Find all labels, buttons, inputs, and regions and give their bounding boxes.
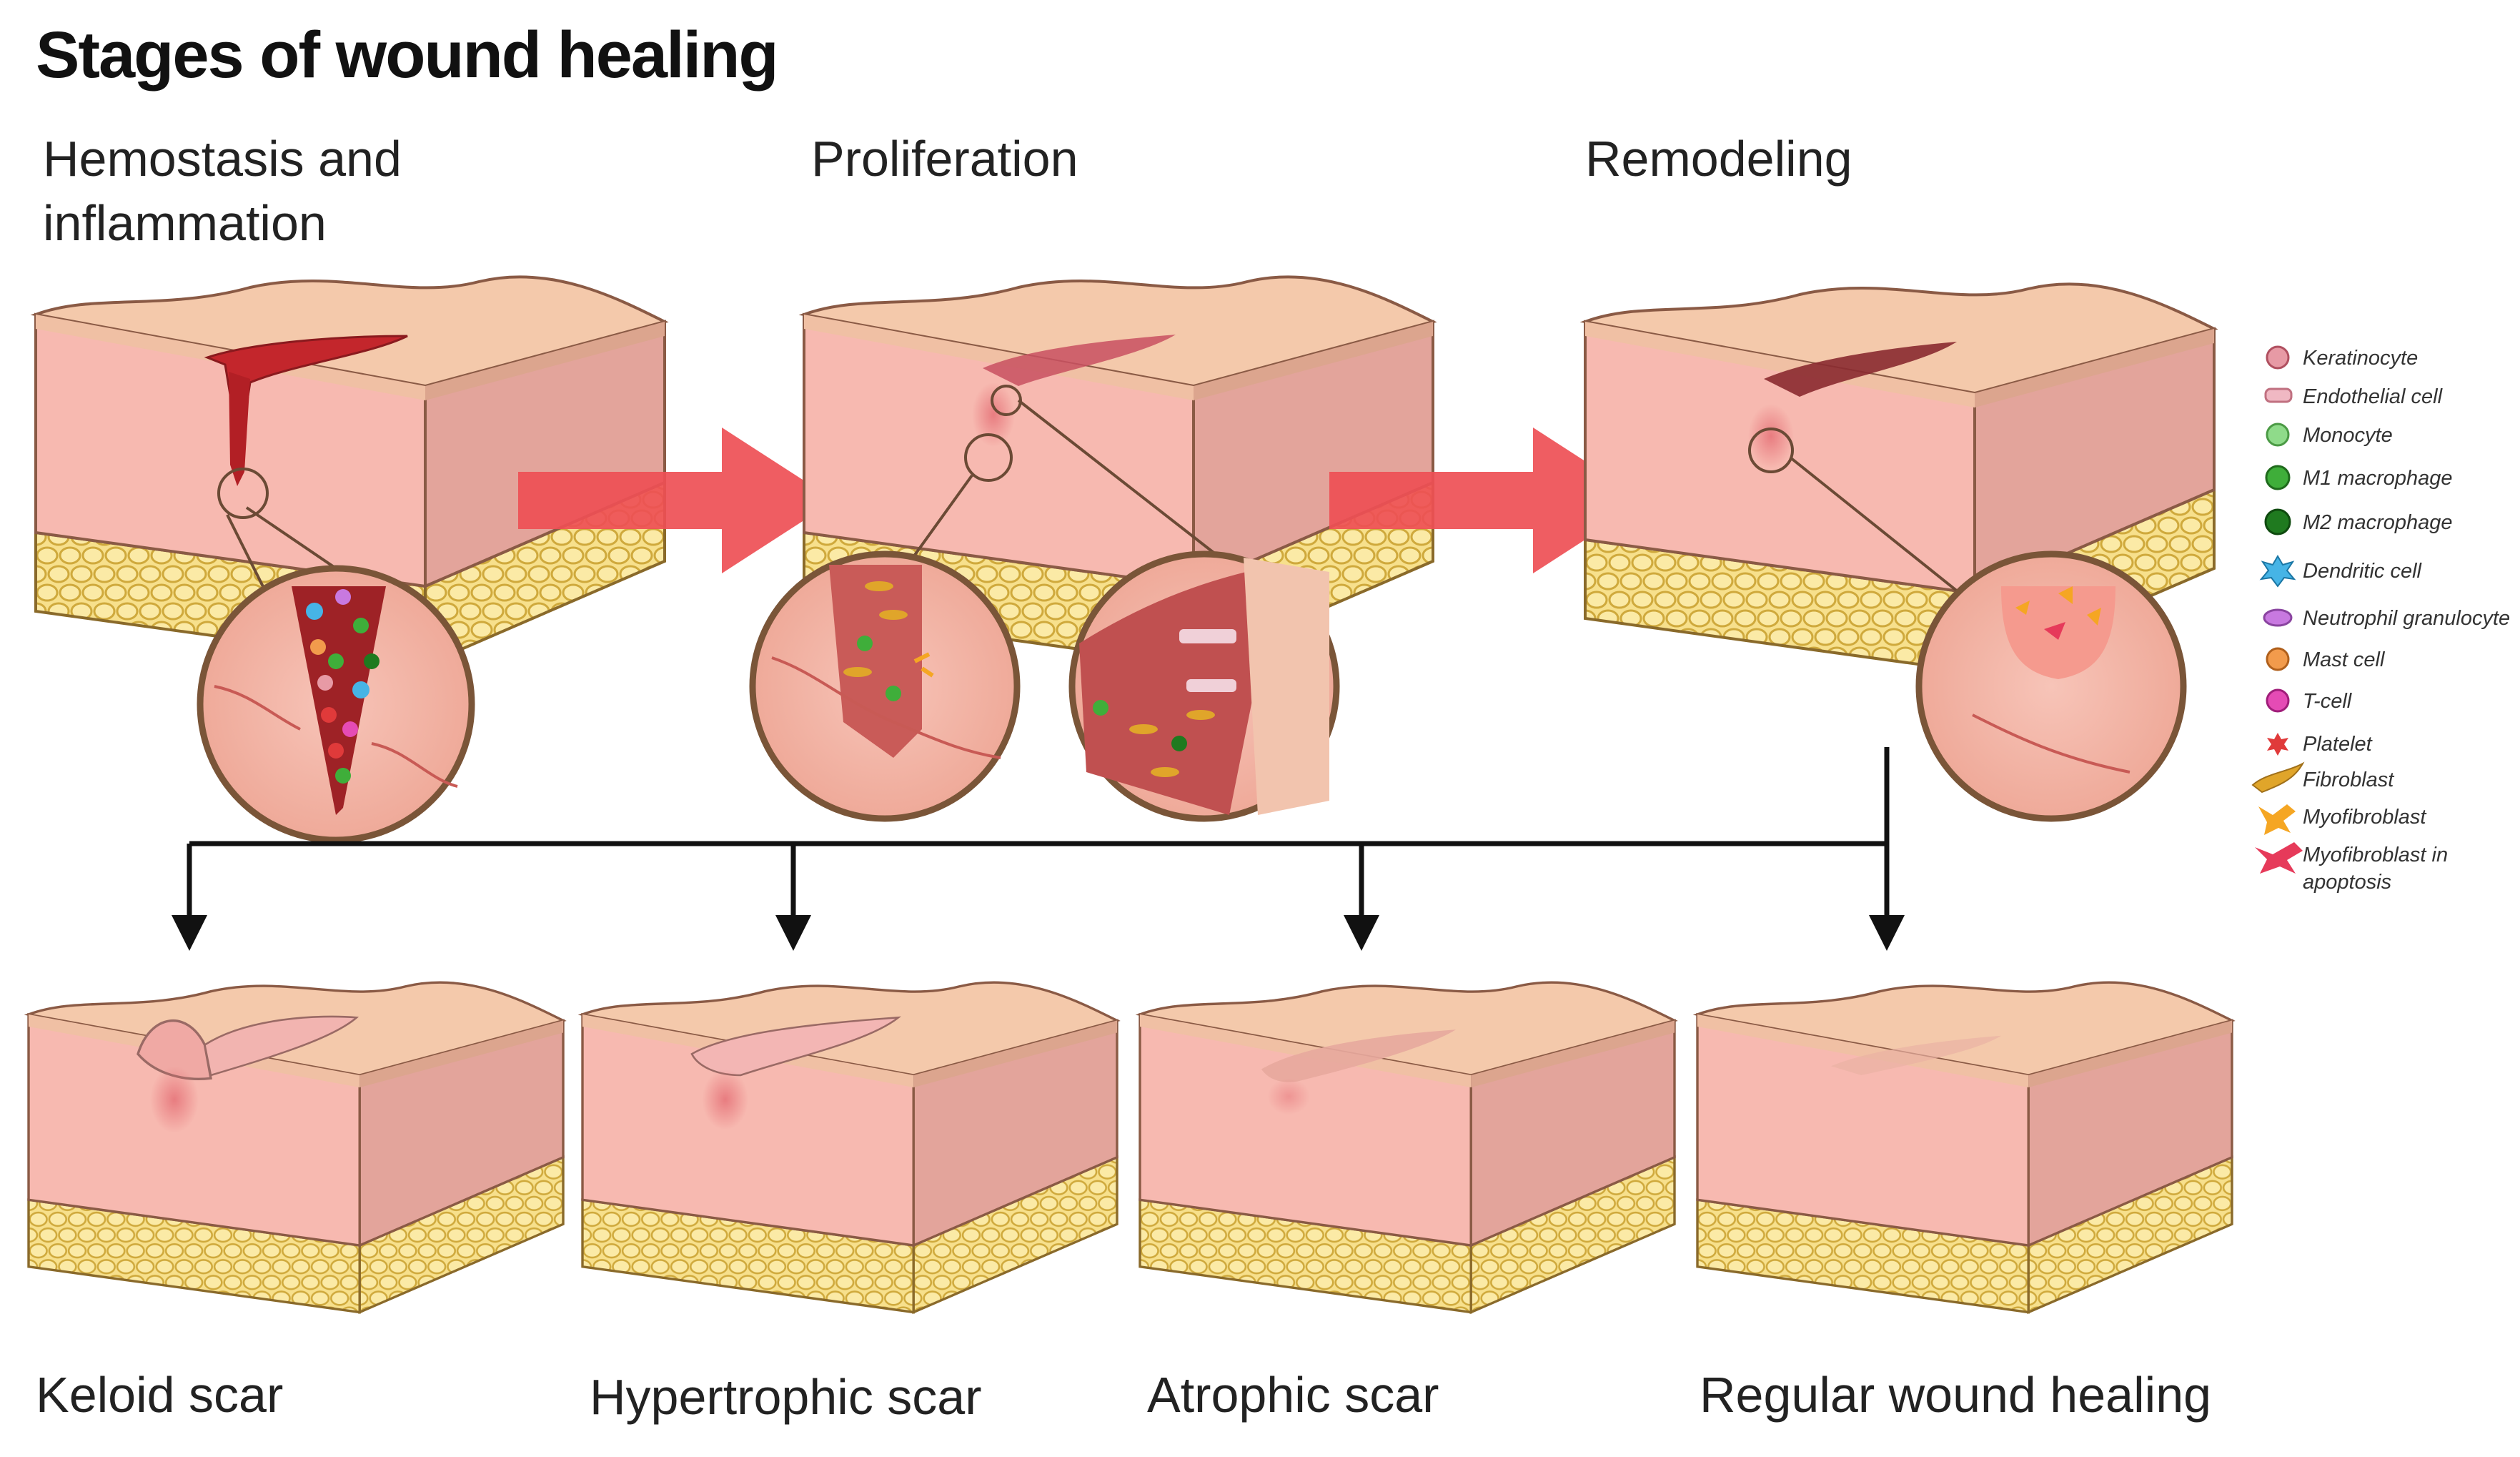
stage-label-inflammation: inflammation bbox=[43, 195, 327, 251]
progression-arrow-2 bbox=[1329, 428, 1646, 573]
fibroblast-icon bbox=[2251, 761, 2305, 794]
hypertrophic-scar-block bbox=[581, 981, 1118, 1314]
outcome-label-atrophic: Atrophic scar bbox=[1147, 1367, 1439, 1423]
proliferation-zoom-callout-left bbox=[749, 474, 1021, 822]
m1-macrophage-icon bbox=[2265, 465, 2291, 490]
apoptotic-myofibroblast-icon bbox=[2255, 842, 2303, 874]
outcome-arrowheads bbox=[172, 915, 1905, 951]
legend-label-t-cell: T-cell bbox=[2303, 690, 2353, 713]
legend-label-m2-macrophage: M2 macrophage bbox=[2303, 511, 2453, 534]
atrophic-scar-block bbox=[1139, 981, 1676, 1314]
outcome-connector bbox=[187, 747, 1890, 919]
remodeling-zoom-callout bbox=[1789, 456, 2187, 822]
stage-label-proliferation: Proliferation bbox=[811, 131, 1078, 187]
platelet-icon bbox=[2267, 733, 2288, 756]
legend-label-endothelial-cell: Endothelial cell bbox=[2303, 385, 2444, 408]
proliferation-skin-block bbox=[803, 275, 1434, 667]
m2-macrophage-icon bbox=[2264, 508, 2291, 535]
outcome-label-keloid: Keloid scar bbox=[36, 1367, 283, 1423]
proliferation-zoom-callout-right bbox=[1017, 399, 1340, 822]
stage-label-remodeling: Remodeling bbox=[1585, 131, 1852, 187]
mast-cell-icon bbox=[2266, 647, 2290, 671]
legend-label-monocyte: Monocyte bbox=[2303, 424, 2393, 447]
legend-label-fibroblast: Fibroblast bbox=[2303, 769, 2395, 791]
outcome-label-hypertrophic: Hypertrophic scar bbox=[590, 1369, 982, 1425]
keloid-scar-block bbox=[27, 981, 565, 1314]
legend-label-apoptotic-myofibroblast-line2: apoptosis bbox=[2303, 871, 2391, 894]
legend-label-apoptotic-myofibroblast-line1: Myofibroblast in bbox=[2303, 844, 2448, 866]
legend-label-platelet: Platelet bbox=[2303, 733, 2373, 756]
figure-title: Stages of wound healing bbox=[36, 19, 778, 92]
hemostasis-skin-block bbox=[34, 275, 666, 667]
stage-label-hemostasis: Hemostasis and bbox=[43, 131, 402, 187]
progression-arrow-1 bbox=[518, 428, 835, 573]
outcome-label-regular: Regular wound healing bbox=[1700, 1367, 2211, 1423]
hemostasis-zoom-callout bbox=[197, 506, 475, 844]
keratinocyte-icon bbox=[2266, 345, 2290, 370]
remodeling-skin-block bbox=[1584, 282, 2216, 674]
neutrophil-icon bbox=[2263, 608, 2293, 627]
endothelial-cell-icon bbox=[2264, 387, 2293, 403]
legend-label-myofibroblast: Myofibroblast bbox=[2303, 806, 2427, 829]
legend-label-keratinocyte: Keratinocyte bbox=[2303, 347, 2418, 370]
legend-label-m1-macrophage: M1 macrophage bbox=[2303, 467, 2453, 490]
dendritic-cell-icon bbox=[2259, 555, 2296, 588]
t-cell-icon bbox=[2266, 688, 2290, 713]
regular-healing-block bbox=[1696, 981, 2233, 1314]
legend-label-neutrophil: Neutrophil granulocyte bbox=[2303, 607, 2510, 630]
legend-label-dendritic-cell: Dendritic cell bbox=[2303, 560, 2423, 583]
monocyte-icon bbox=[2266, 423, 2290, 447]
legend: Keratinocyte Endothelial cell Monocyte M… bbox=[2251, 345, 2510, 894]
myofibroblast-icon bbox=[2258, 804, 2296, 835]
legend-label-mast-cell: Mast cell bbox=[2303, 648, 2386, 671]
